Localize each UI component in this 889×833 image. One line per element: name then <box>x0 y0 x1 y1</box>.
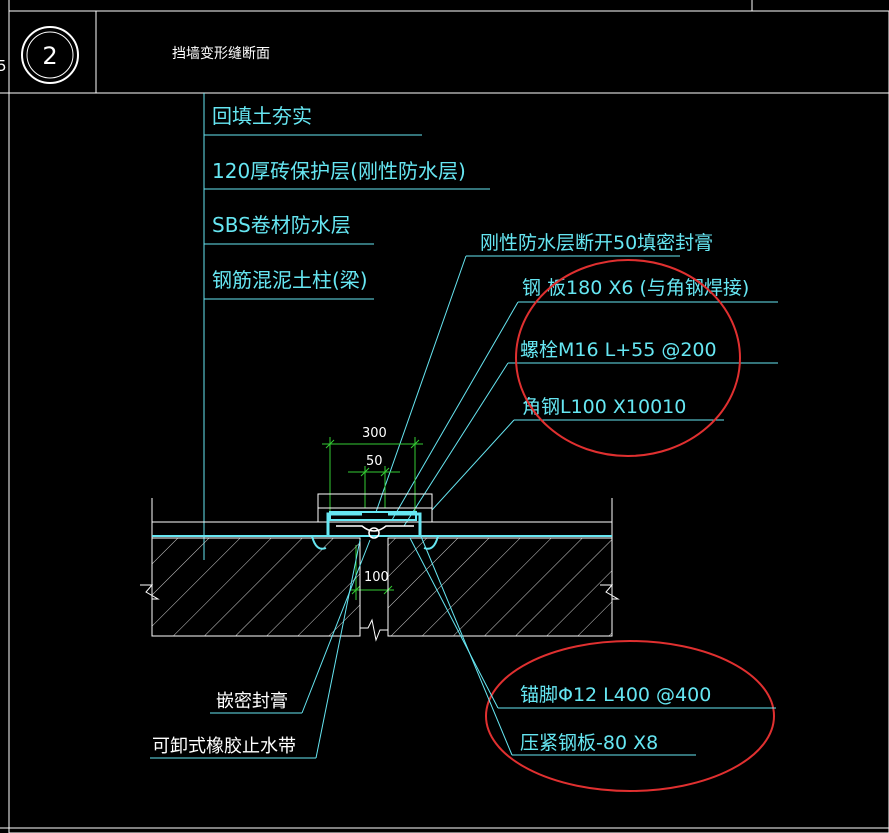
dimension-300: 300 <box>362 426 387 441</box>
edge-mark: 5 <box>0 57 7 75</box>
label-anchor: 锚脚Φ12 L400 @400 <box>520 684 711 706</box>
left-leader-lines <box>203 93 490 560</box>
angle-left <box>326 512 362 536</box>
dimension-100: 100 <box>364 570 389 585</box>
right-leader-lines <box>375 255 778 527</box>
concrete-right <box>387 537 613 637</box>
drawing-title: 挡墙变形缝断面 <box>172 46 270 62</box>
label-sbs-membrane: SBS卷材防水层 <box>212 213 351 237</box>
label-angle-steel: 角钢L100 X10010 <box>522 396 686 418</box>
label-sealant: 嵌密封膏 <box>216 690 288 712</box>
wall-section <box>140 493 620 642</box>
highlight-circle-bottom <box>485 640 775 792</box>
angle-right <box>388 512 422 536</box>
highlight-circle-top <box>515 259 741 457</box>
detail-number: 2 <box>42 42 57 70</box>
waterstop-bulb <box>368 527 380 539</box>
label-rigid-layer-break: 刚性防水层断开50填密封膏 <box>480 231 713 254</box>
label-rubber-waterstop: 可卸式橡胶止水带 <box>152 736 296 757</box>
dimension-50: 50 <box>366 454 383 469</box>
bottom-leader-lines <box>150 533 776 759</box>
label-backfill: 回填土夯实 <box>212 104 312 128</box>
label-pressing-plate: 压紧钢板-80 X8 <box>520 732 658 754</box>
anchor-left <box>311 535 327 550</box>
rubber-waterstop <box>336 525 414 532</box>
steel-plate <box>329 511 417 521</box>
detail-number-badge: 2 <box>21 26 79 84</box>
concrete-left <box>151 537 361 637</box>
label-brick-protection: 120厚砖保护层(刚性防水层) <box>212 159 466 183</box>
label-bolt: 螺栓M16 L+55 @200 <box>520 339 717 361</box>
label-rc-column: 钢筋混泥土柱(梁) <box>212 268 368 292</box>
label-steel-plate: 钢 板180 X6 (与角钢焊接) <box>522 277 749 299</box>
